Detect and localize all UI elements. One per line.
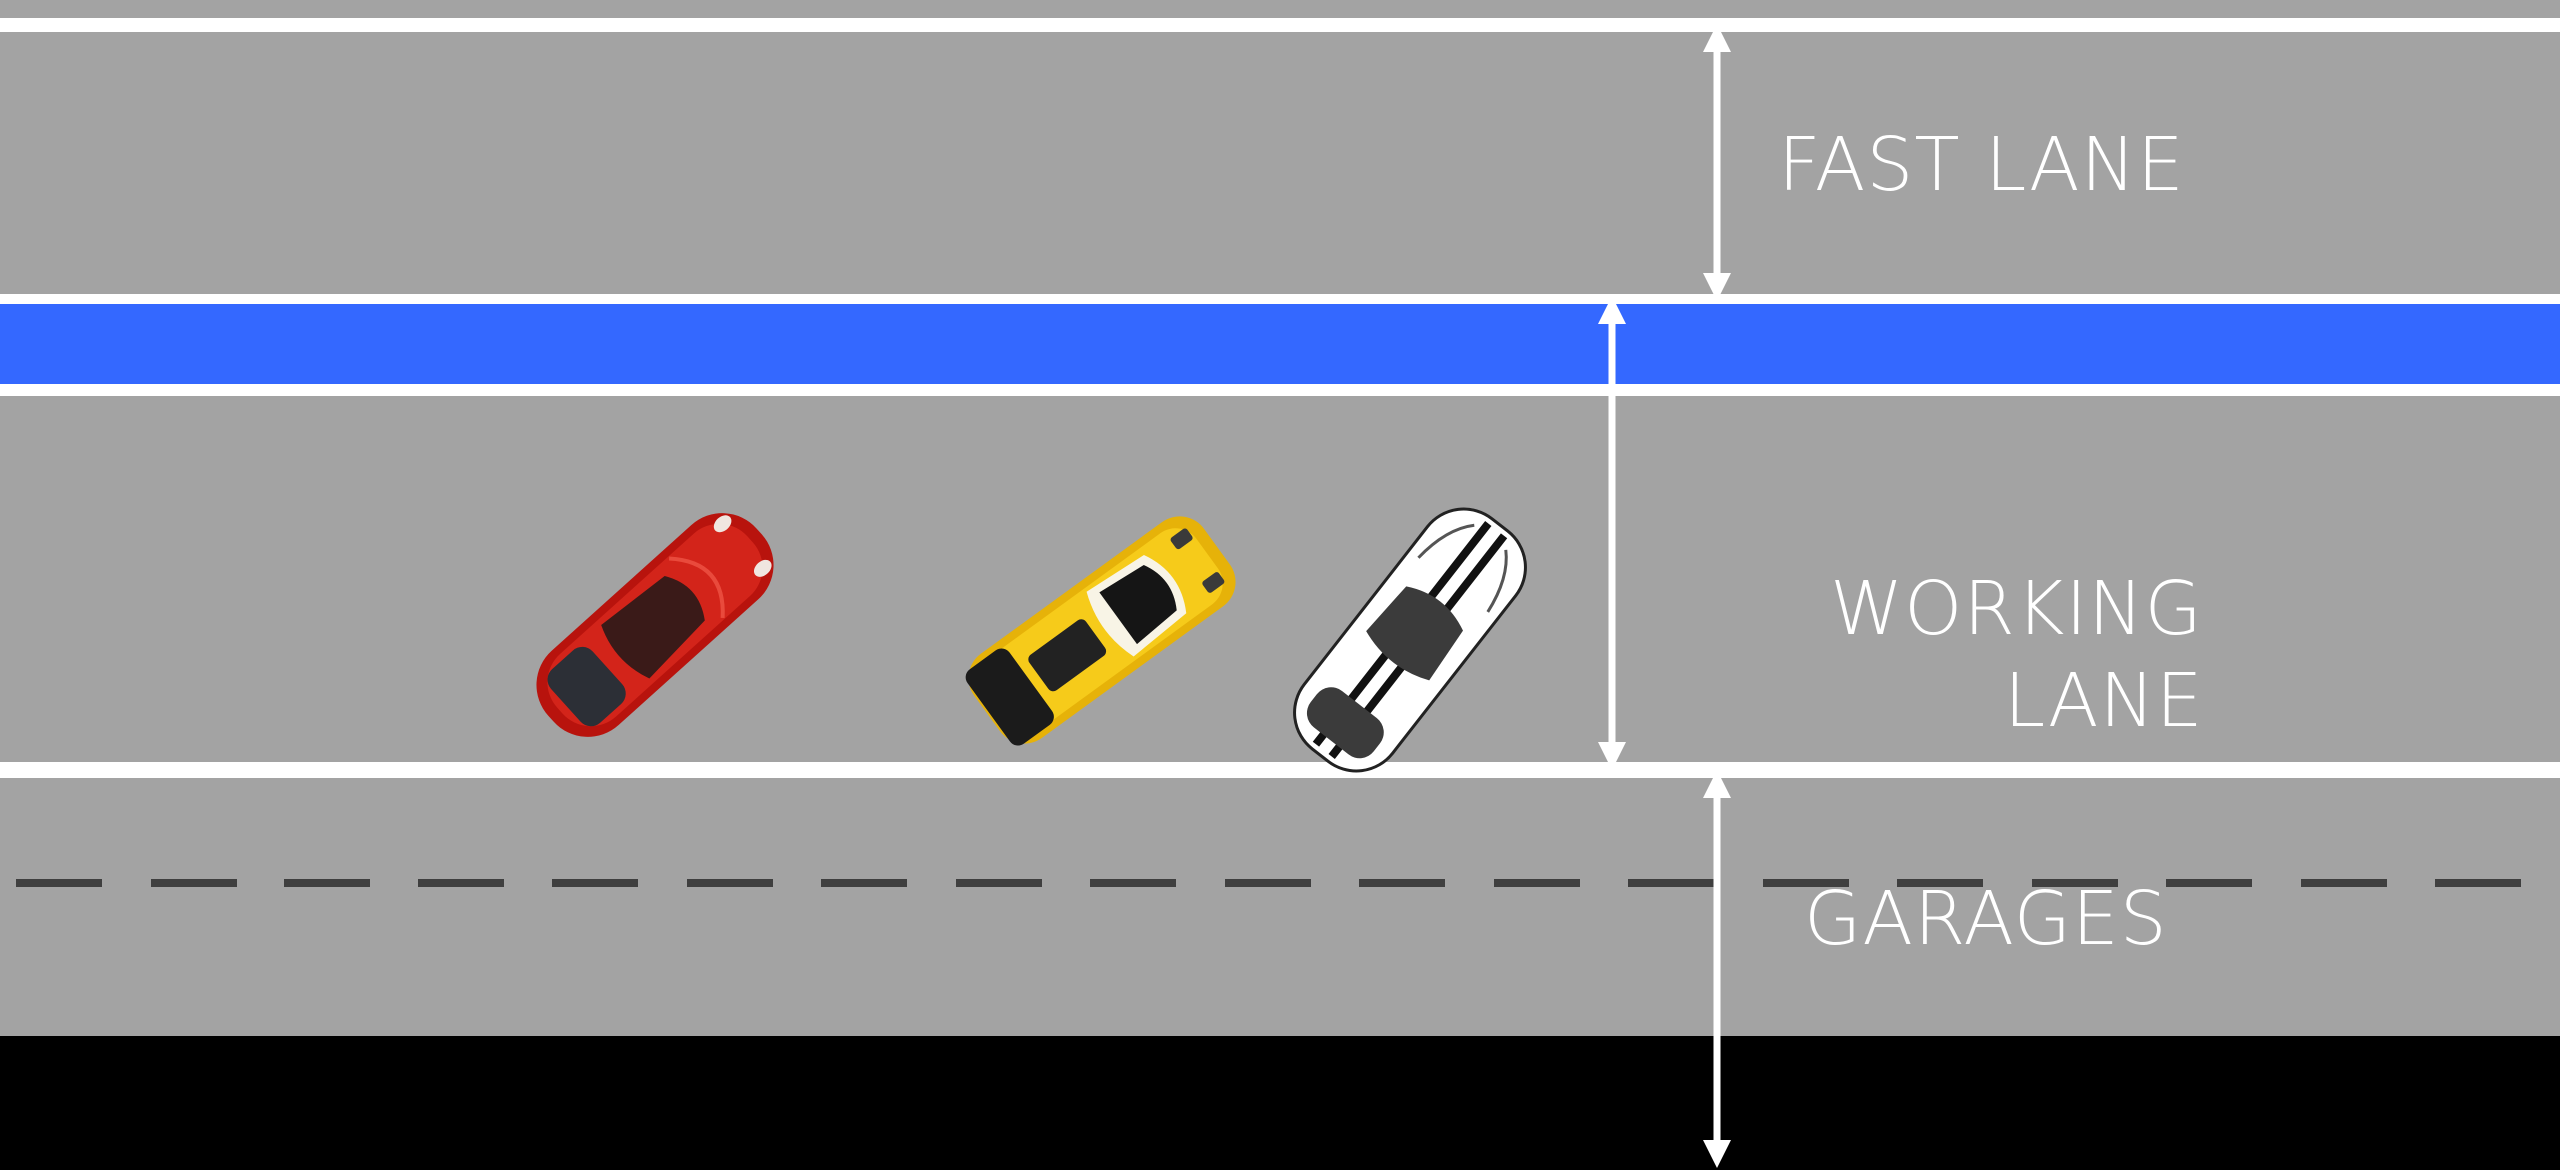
garages-label: GARAGES [1804,882,2168,956]
fast-lane-label: FAST LANE [1778,128,2185,202]
working-lane-label-line-1: WORKING [1830,572,2203,646]
working-lane-label-line-2: LANE [2004,664,2204,738]
white-car [1276,490,1544,789]
yellow-car [957,504,1248,755]
red-car [518,494,793,756]
